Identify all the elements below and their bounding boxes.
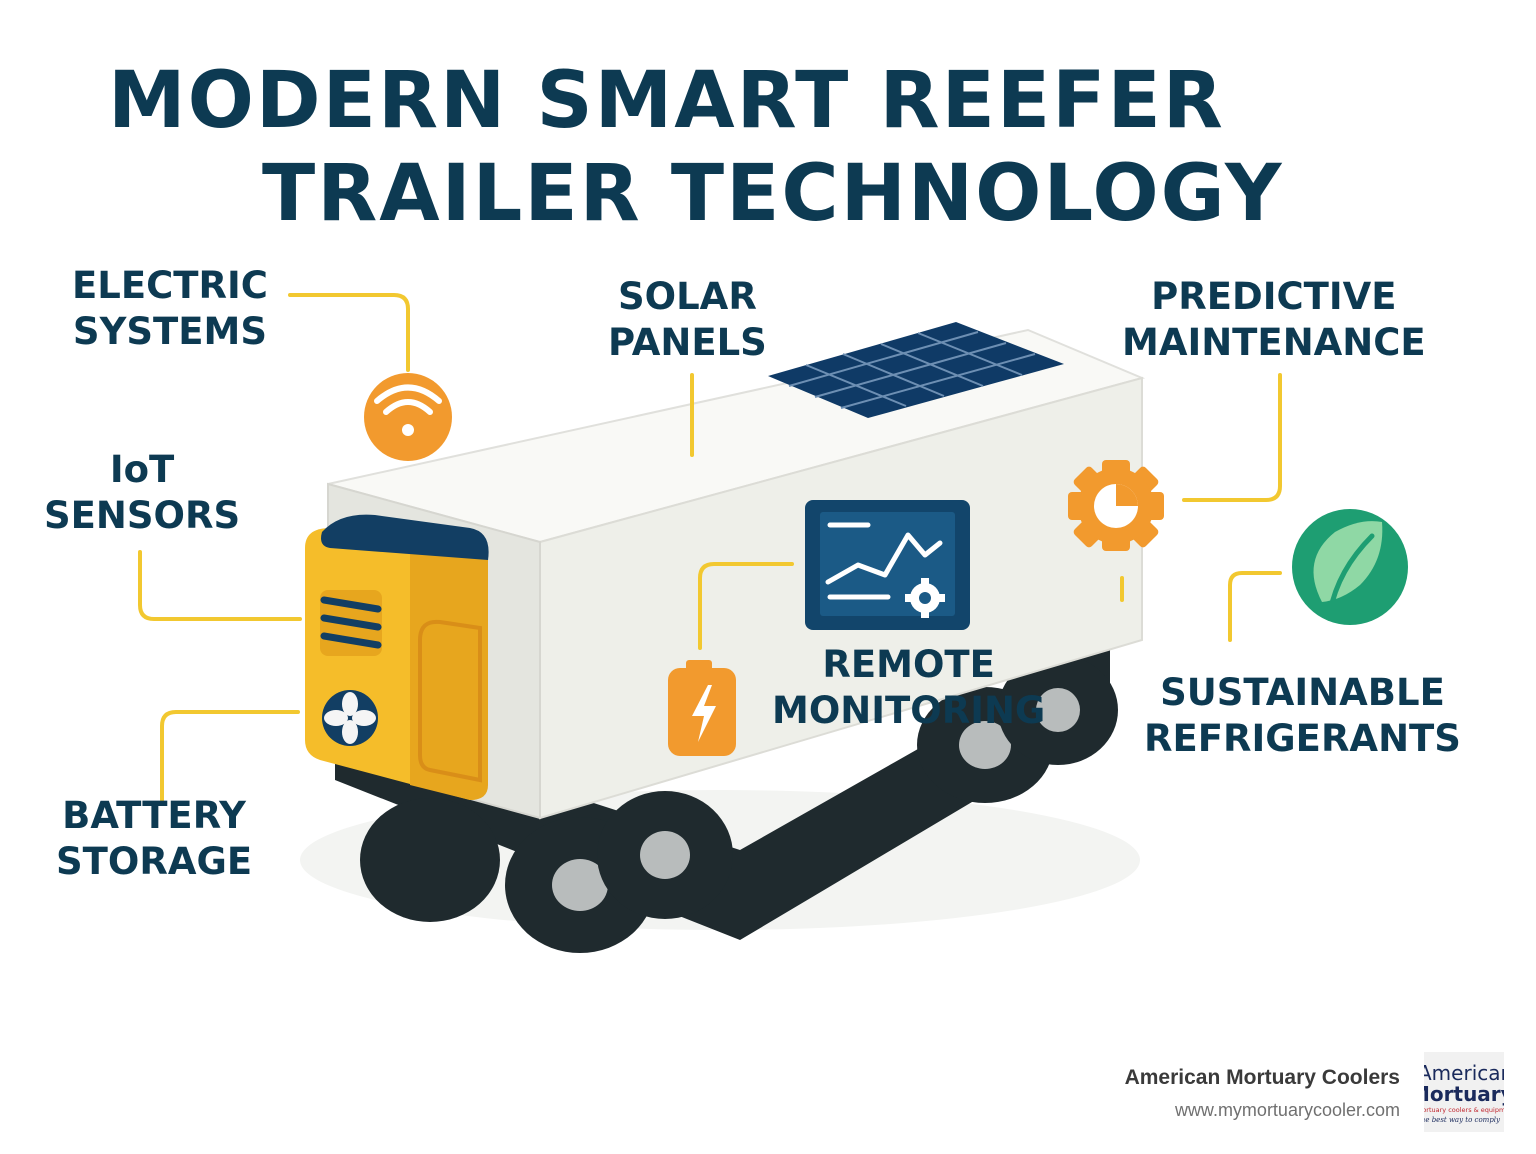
monitor-chart-icon — [805, 500, 970, 630]
connector-electric-systems — [288, 293, 410, 372]
label-battery-storage-line-1: BATTERY — [62, 794, 246, 837]
connector-battery-storage — [160, 710, 300, 802]
company-logo-graphic: American Mortuary mortuary coolers & equ… — [1424, 1061, 1504, 1124]
connector-remote-monitoring — [698, 562, 794, 650]
company-logo: American Mortuary mortuary coolers & equ… — [1424, 1052, 1504, 1132]
solar-panel — [768, 322, 1064, 418]
label-sustainable-refrigerants-line-2: REFRIGERANTS — [1144, 717, 1461, 760]
label-electric-systems-line-2: SYSTEMS — [72, 310, 267, 353]
connector-iot-sensors — [138, 550, 302, 621]
label-iot-sensors-line-1: IoT — [109, 448, 175, 491]
label-iot-sensors-line-2: SENSORS — [44, 494, 241, 537]
battery-icon — [668, 660, 736, 756]
rear-wheels — [917, 655, 1118, 803]
label-remote-monitoring-line-1: REMOTE — [822, 643, 995, 686]
connector-predictive-maintenance — [1182, 373, 1282, 502]
label-sustainable-refrigerants: SUSTAINABLE REFRIGERANTS — [1144, 670, 1461, 762]
connector-sustainable-refrigerants — [1228, 571, 1282, 642]
logo-text-line-3: mortuary coolers & equipment — [1424, 1106, 1504, 1114]
label-solar-panels-line-1: SOLAR — [618, 275, 757, 318]
page-title-line-1: MODERN SMART REEFER — [108, 56, 1225, 146]
footer-company-name: American Mortuary Coolers — [1124, 1066, 1400, 1089]
logo-text-line-1: American — [1424, 1061, 1504, 1085]
logo-text-line-2: Mortuary — [1424, 1082, 1504, 1106]
label-remote-monitoring: REMOTE MONITORING — [772, 642, 1045, 734]
label-solar-panels-line-2: PANELS — [608, 321, 767, 364]
leaf-icon — [1292, 509, 1408, 625]
label-iot-sensors: IoT SENSORS — [44, 447, 240, 539]
label-battery-storage-line-2: STORAGE — [56, 840, 253, 883]
label-electric-systems: ELECTRIC SYSTEMS — [72, 263, 268, 355]
gear-icon — [1068, 460, 1164, 551]
label-predictive-maintenance-line-2: MAINTENANCE — [1122, 321, 1426, 364]
footer-website-url: www.mymortuarycooler.com — [1174, 1100, 1400, 1120]
front-wheels — [360, 791, 733, 953]
label-predictive-maintenance: PREDICTIVE MAINTENANCE — [1122, 274, 1426, 366]
page-title-line-2: TRAILER TECHNOLOGY — [262, 149, 1284, 239]
label-remote-monitoring-line-2: MONITORING — [772, 689, 1046, 732]
label-sustainable-refrigerants-line-1: SUSTAINABLE — [1160, 671, 1445, 714]
label-predictive-maintenance-line-1: PREDICTIVE — [1151, 275, 1397, 318]
logo-text-line-4: the best way to comply — [1424, 1116, 1501, 1124]
connector-lines — [138, 293, 1282, 802]
label-electric-systems-line-1: ELECTRIC — [72, 264, 268, 307]
wifi-icon — [364, 373, 452, 461]
reefer-unit — [305, 514, 489, 800]
label-solar-panels: SOLAR PANELS — [608, 274, 767, 366]
label-battery-storage: BATTERY STORAGE — [56, 793, 252, 885]
